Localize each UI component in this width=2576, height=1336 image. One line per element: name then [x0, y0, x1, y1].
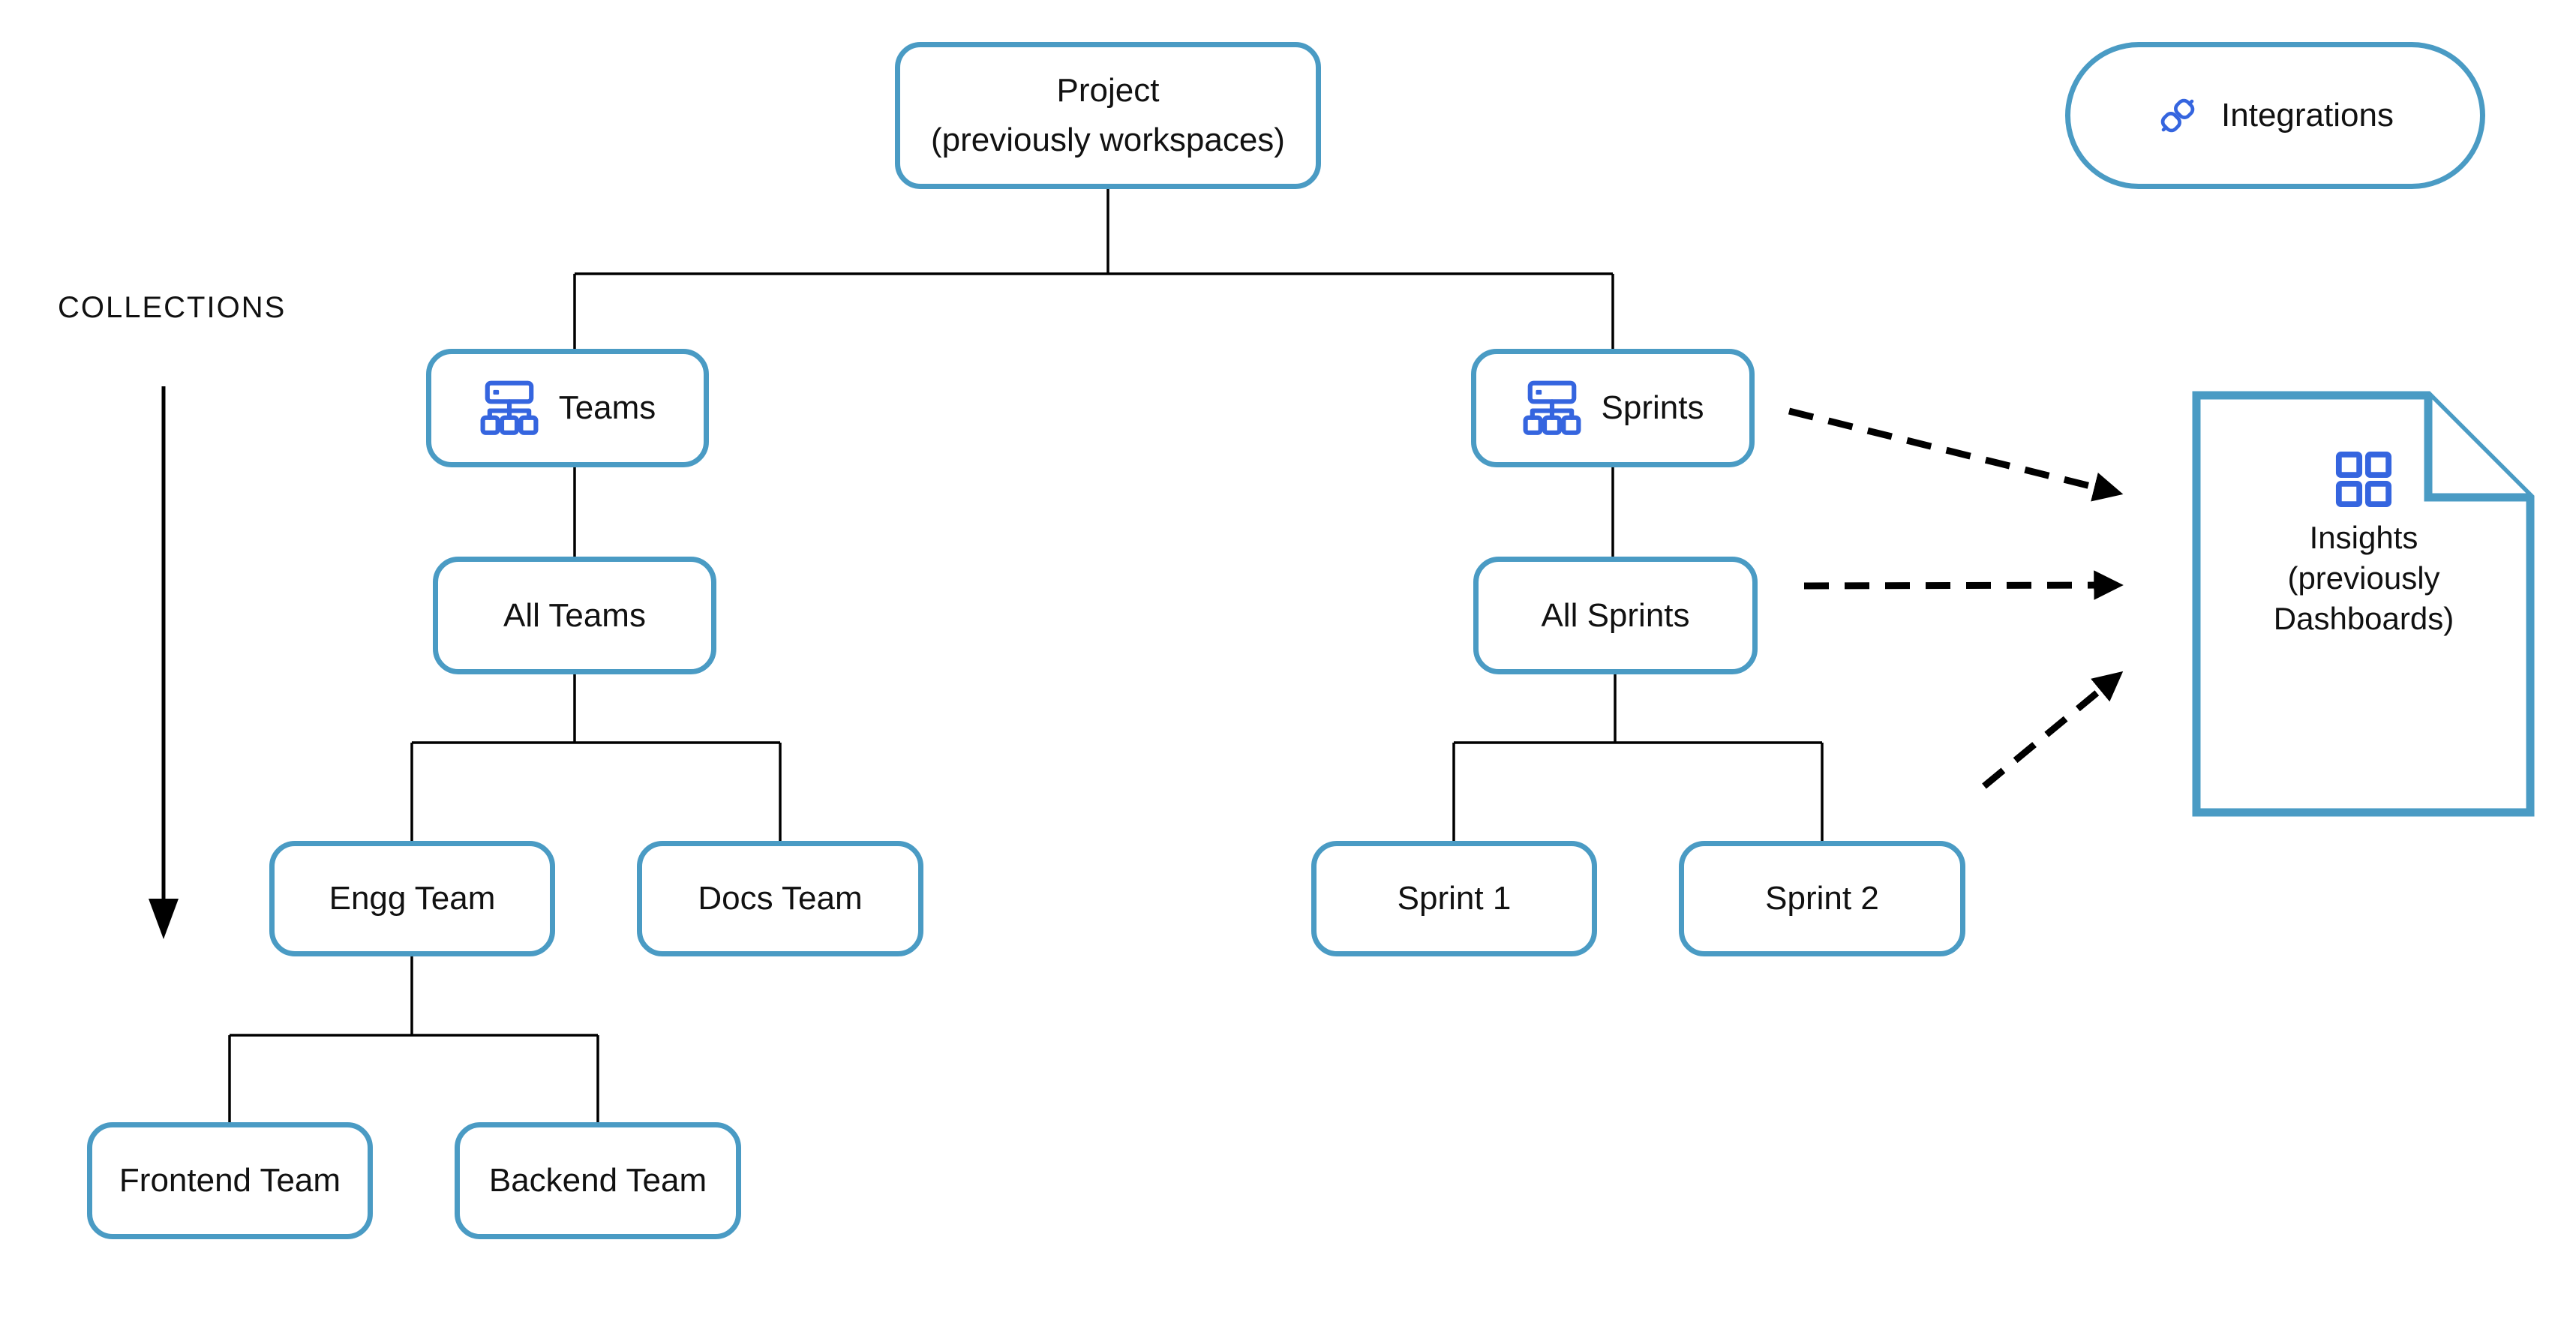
insights-line-2: (previously — [2287, 560, 2440, 596]
node-sprints: Sprints — [1471, 349, 1755, 467]
integrations-pill: Integrations — [2065, 42, 2485, 189]
insights-line-3: Dashboards) — [2273, 601, 2454, 636]
integrations-label: Integrations — [2221, 97, 2394, 134]
sitemap-icon — [479, 380, 539, 437]
node-docs-team: Docs Team — [637, 841, 923, 956]
node-teams-label: Teams — [558, 389, 656, 426]
arrow-sprint2-to-insights — [1982, 671, 2124, 789]
node-frontend-team-label: Frontend Team — [119, 1162, 341, 1199]
connector-allsprints-split — [1452, 674, 1824, 841]
node-all-teams: All Teams — [433, 557, 716, 674]
node-all-sprints: All Sprints — [1473, 557, 1758, 674]
insights-line-1: Insights — [2309, 520, 2418, 555]
insights-title: Insights (previously Dashboards) — [2205, 518, 2522, 639]
node-project-subtitle: (previously workspaces) — [931, 122, 1285, 158]
dashboard-grid-icon — [2334, 450, 2393, 509]
node-engg-team-label: Engg Team — [329, 880, 496, 917]
node-engg-team: Engg Team — [269, 841, 555, 956]
insights-document-fold — [2424, 395, 2530, 502]
connector-project-split — [573, 189, 1614, 349]
connector-allteams-split — [410, 674, 782, 841]
node-all-sprints-label: All Sprints — [1541, 596, 1690, 634]
link-icon — [2157, 95, 2199, 137]
node-docs-team-label: Docs Team — [698, 880, 863, 917]
node-sprints-label: Sprints — [1601, 389, 1704, 426]
node-backend-team: Backend Team — [455, 1122, 741, 1239]
node-all-teams-label: All Teams — [503, 596, 646, 634]
sitemap-icon — [1522, 380, 1582, 437]
arrow-sprints-to-insights — [1788, 407, 2124, 502]
node-frontend-team: Frontend Team — [87, 1122, 373, 1239]
node-sprint-2-label: Sprint 2 — [1765, 880, 1879, 917]
connector-engg-split — [228, 956, 599, 1122]
arrow-allsprints-to-insights — [1803, 570, 2124, 600]
node-sprint-1-label: Sprint 1 — [1397, 880, 1512, 917]
collections-arrow — [149, 386, 179, 939]
node-backend-team-label: Backend Team — [488, 1162, 707, 1199]
node-teams: Teams — [426, 349, 709, 467]
node-project: Project (previously workspaces) — [895, 42, 1321, 189]
collections-label: COLLECTIONS — [58, 291, 287, 324]
node-project-title: Project — [1056, 72, 1160, 109]
node-sprint-2: Sprint 2 — [1679, 841, 1965, 956]
node-sprint-1: Sprint 1 — [1311, 841, 1597, 956]
